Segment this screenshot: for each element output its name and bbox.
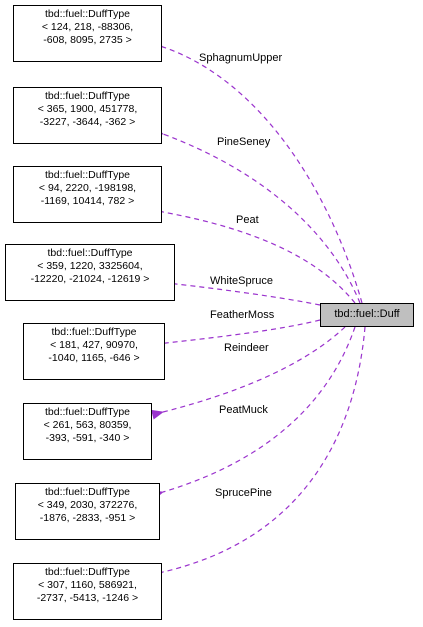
node-duff-type-sprucepine[interactable]: tbd::fuel::DuffType < 307, 1160, 586921,… — [13, 563, 162, 620]
edge-label-reindeer: Reindeer — [224, 342, 269, 354]
node-params-line2: -2737, -5413, -1246 > — [36, 592, 139, 604]
node-params-line2: -1876, -2833, -951 > — [39, 512, 136, 524]
edge-reindeer — [151, 326, 346, 420]
node-params-line2: -1169, 10414, 782 > — [40, 195, 135, 207]
node-params-line2: -393, -591, -340 > — [45, 432, 130, 444]
node-params-line1: < 359, 1220, 3325604, — [37, 260, 143, 272]
edge-feathermoss — [154, 319, 321, 350]
node-params-line1: < 94, 2220, -198198, — [38, 182, 137, 194]
edge-peatmuck — [151, 326, 356, 500]
node-params-line2: -1040, 1165, -646 > — [48, 352, 140, 364]
edge-label-peatmuck: PeatMuck — [219, 404, 268, 416]
edge-sprucepine — [151, 326, 366, 580]
edge-label-whitespruce: WhiteSpruce — [210, 275, 273, 287]
node-duff[interactable]: tbd::fuel::Duff — [320, 303, 414, 327]
node-duff-type-pineseney[interactable]: tbd::fuel::DuffType < 365, 1900, 451778,… — [13, 87, 162, 144]
node-duff-type-sphagnumupper[interactable]: tbd::fuel::DuffType < 124, 218, -88306, … — [13, 5, 162, 62]
node-title: tbd::fuel::DuffType — [47, 247, 133, 259]
node-title: tbd::fuel::DuffType — [44, 169, 131, 181]
node-duff-type-peat[interactable]: tbd::fuel::DuffType < 94, 2220, -198198,… — [13, 166, 162, 223]
node-duff-type-reindeer[interactable]: tbd::fuel::DuffType < 261, 563, 80359, -… — [23, 403, 152, 460]
edge-label-feathermoss: FeatherMoss — [210, 309, 275, 321]
node-title: tbd::fuel::DuffType — [44, 486, 131, 498]
node-params-line1: < 307, 1160, 586921, — [38, 579, 137, 591]
node-title: tbd::fuel::DuffType — [44, 8, 131, 20]
node-params-line1: < 124, 218, -88306, — [41, 21, 134, 33]
edge-peat — [151, 205, 356, 304]
edge-label-pineseney: PineSeney — [217, 136, 271, 148]
edge-label-peat: Peat — [236, 214, 259, 226]
node-params-line2: -3227, -3644, -362 > — [39, 116, 136, 128]
node-title: tbd::fuel::DuffType — [44, 566, 131, 578]
edge-label-sphagnumupper: SphagnumUpper — [199, 52, 283, 64]
node-title: tbd::fuel::DuffType — [44, 406, 131, 418]
node-params-line2: -608, 8095, 2735 > — [43, 34, 132, 46]
edge-whitespruce — [164, 277, 321, 306]
node-duff-type-feathermoss[interactable]: tbd::fuel::DuffType < 181, 427, 90970, -… — [23, 323, 165, 380]
node-title: tbd::fuel::Duff — [334, 308, 400, 320]
node-params-line1: < 181, 427, 90970, — [50, 339, 138, 351]
node-title: tbd::fuel::DuffType — [44, 90, 131, 102]
node-duff-type-whitespruce[interactable]: tbd::fuel::DuffType < 359, 1220, 3325604… — [5, 244, 175, 301]
edge-label-sprucepine: SprucePine — [215, 487, 272, 499]
edge-sphagnumupper — [150, 38, 363, 304]
edge-pineseney — [150, 125, 361, 304]
node-params-line2: -12220, -21024, -12619 > — [30, 273, 150, 285]
node-params-line1: < 261, 563, 80359, — [43, 419, 132, 431]
node-duff-type-peatmuck[interactable]: tbd::fuel::DuffType < 349, 2030, 372276,… — [15, 483, 160, 540]
node-params-line1: < 365, 1900, 451778, — [37, 103, 138, 115]
node-title: tbd::fuel::DuffType — [51, 326, 137, 338]
node-params-line1: < 349, 2030, 372276, — [37, 499, 138, 511]
